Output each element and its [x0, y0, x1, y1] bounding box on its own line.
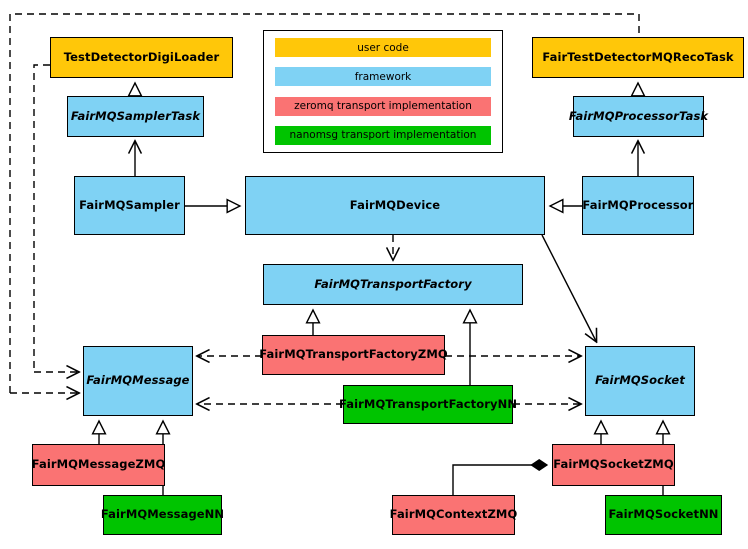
- edge-socket-zmq-owns-context-zmq: [452, 459, 549, 495]
- class-node-fairmq-transport-factory-nn[interactable]: FairMQTransportFactoryNN: [339, 385, 517, 424]
- class-node-fairmq-transport-factory-zmq[interactable]: FairMQTransportFactoryZMQ: [259, 335, 448, 375]
- legend: user code framework zeromq transport imp…: [263, 30, 503, 153]
- legend-swatch-nanomsg: nanomsg transport implementation: [275, 125, 491, 145]
- class-node-fairmq-message[interactable]: FairMQMessage: [83, 346, 193, 416]
- class-node-fairmq-message-zmq[interactable]: FairMQMessageZMQ: [32, 444, 165, 486]
- legend-swatch-user-code: user code: [275, 38, 491, 57]
- legend-swatch-framework: framework: [275, 67, 491, 87]
- class-node-fairmq-device[interactable]: FairMQDevice: [245, 176, 545, 235]
- class-node-fairmq-processor[interactable]: FairMQProcessor: [582, 176, 694, 235]
- class-node-fairmq-socket-zmq[interactable]: FairMQSocketZMQ: [552, 444, 675, 486]
- legend-label-framework: framework: [354, 70, 412, 83]
- class-node-fairmq-transport-factory[interactable]: FairMQTransportFactory: [263, 264, 523, 305]
- class-node-fairmq-sampler-task[interactable]: FairMQSamplerTask: [67, 96, 204, 137]
- class-node-fairmq-socket[interactable]: FairMQSocket: [585, 346, 695, 416]
- legend-label-nanomsg: nanomsg transport implementation: [289, 129, 477, 142]
- edge-device-uses-socket: [541, 234, 596, 341]
- class-node-fairmq-socket-nn[interactable]: FairMQSocketNN: [605, 495, 722, 535]
- legend-label-zeromq: zeromq transport implementation: [294, 100, 472, 113]
- class-node-fairmq-message-nn[interactable]: FairMQMessageNN: [101, 495, 224, 535]
- class-node-fairmq-context-zmq[interactable]: FairMQContextZMQ: [390, 495, 517, 535]
- legend-swatch-zeromq: zeromq transport implementation: [275, 96, 491, 116]
- class-node-fair-test-detector-mq-reco-task[interactable]: FairTestDetectorMQRecoTask: [532, 37, 744, 78]
- legend-label-user-code: user code: [357, 41, 409, 54]
- class-node-fairmq-processor-task[interactable]: FairMQProcessorTask: [569, 96, 708, 137]
- edge-digi-loader-uses-message: [33, 64, 50, 372]
- class-node-fairmq-sampler[interactable]: FairMQSampler: [74, 176, 185, 235]
- class-node-test-detector-digi-loader[interactable]: TestDetectorDigiLoader: [50, 37, 233, 78]
